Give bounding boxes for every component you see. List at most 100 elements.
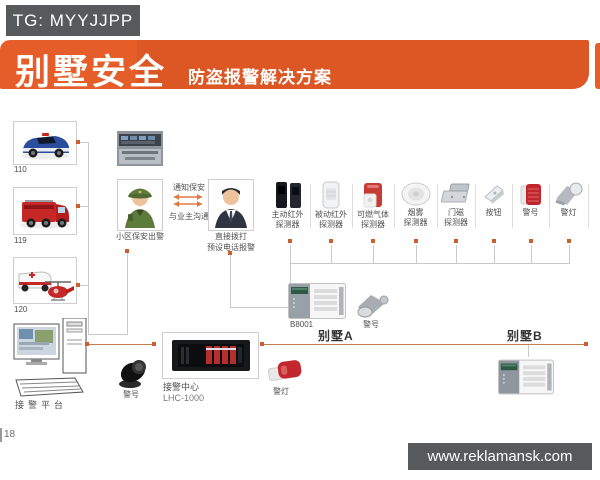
- node: [371, 239, 375, 243]
- siren-icon: [520, 184, 541, 205]
- detector-label: 警灯: [560, 208, 577, 217]
- connector-line: [528, 345, 529, 357]
- fire-truck-icon: [20, 200, 70, 229]
- alarm-link-line: [87, 344, 154, 345]
- banner-shade: [137, 40, 589, 89]
- node: [567, 239, 571, 243]
- connector-line: [331, 245, 332, 263]
- connector-line: [531, 245, 532, 263]
- node: [529, 239, 533, 243]
- owner-box: [208, 179, 254, 231]
- smoke-detector-icon: [401, 182, 430, 206]
- node: [228, 251, 232, 255]
- communicate-label: 与业主沟通: [169, 212, 209, 221]
- villa-a-name: 别墅A: [318, 329, 354, 343]
- connector-line: [88, 142, 89, 334]
- detector-label: 探测器: [275, 220, 300, 229]
- businessman-icon: [215, 188, 247, 228]
- villa-b-name: 别墅B: [507, 329, 543, 343]
- detector-button: 按钮: [475, 180, 512, 218]
- column-divider: [512, 184, 513, 228]
- node: [76, 283, 80, 287]
- detector-active-ir: 主动红外 探测器: [265, 180, 310, 230]
- fire-truck-box: [13, 187, 77, 235]
- banner-edge-sliver: [595, 43, 600, 89]
- detector-siren: 警号: [512, 180, 549, 218]
- connector-line: [416, 245, 417, 263]
- alarm-panel-icon: [288, 283, 346, 319]
- node: [152, 342, 156, 346]
- connector-line: [79, 206, 89, 207]
- connector-line: [456, 245, 457, 263]
- connector-line: [88, 334, 128, 335]
- node: [584, 342, 588, 346]
- column-divider: [475, 184, 476, 228]
- double-arrow-icon: [174, 194, 202, 207]
- gas-detector-icon: [363, 183, 382, 208]
- center-name-label: 接警中心: [163, 382, 200, 392]
- connector-line: [127, 253, 128, 334]
- detector-label: 探测器: [444, 218, 468, 227]
- title-banner: [0, 40, 589, 89]
- police-car-icon: [21, 133, 69, 160]
- detector-smoke: 烟雾 探测器: [394, 180, 437, 228]
- node: [260, 342, 264, 346]
- node: [125, 249, 129, 253]
- notify-label: 通知保安: [173, 183, 205, 192]
- detector-gas: 可燃气体 探测器: [352, 180, 394, 230]
- villa-b-panel-icon: [498, 359, 554, 395]
- guard-label: 小区保安出警: [116, 232, 164, 241]
- detector-label: 探测器: [319, 220, 343, 229]
- detector-label: 探测器: [403, 218, 428, 227]
- column-divider: [310, 184, 311, 228]
- tg-watermark: TG: MYYJJPP: [6, 5, 140, 36]
- site-watermark: www.reklamansk.com: [408, 443, 592, 470]
- detector-label: 可燃气体: [357, 210, 389, 219]
- node: [454, 239, 458, 243]
- detector-label: 按钮: [485, 208, 502, 217]
- dial-label-line1: 直接拨打: [215, 232, 247, 241]
- ambulance-helicopter-box: [13, 257, 77, 304]
- control-room-icon: [117, 131, 163, 166]
- horn-speaker-icon: [119, 360, 146, 388]
- ambulance-helicopter-icon: [18, 270, 74, 301]
- column-divider: [437, 184, 438, 228]
- page-subtitle: 防盗报警解决方案: [188, 68, 332, 87]
- connector-line: [494, 245, 495, 263]
- strobe-light-icon: [267, 360, 302, 382]
- detector-pir: 被动红外 探测器: [310, 180, 352, 230]
- detector-label: 被动红外: [315, 210, 347, 219]
- connector-line: [290, 263, 291, 283]
- column-divider: [588, 184, 589, 228]
- center-siren-label: 警号: [123, 390, 139, 399]
- control-room-photo: [117, 131, 163, 166]
- receiver-unit-box: [162, 332, 259, 379]
- page-number: 18: [4, 429, 16, 440]
- detector-label: 主动红外: [271, 210, 304, 219]
- detector-label: 警号: [522, 208, 539, 217]
- node: [329, 239, 333, 243]
- spotlight-siren-icon: [357, 295, 389, 318]
- tg-watermark-text: TG: MYYJJPP: [12, 10, 134, 30]
- connector-line: [79, 142, 89, 143]
- panel-label: B8001: [290, 320, 314, 329]
- connector-line: [230, 307, 288, 308]
- vehicle-label-120: 120: [14, 305, 28, 314]
- receiver-unit-icon: [171, 339, 250, 371]
- node: [492, 239, 496, 243]
- villa-a-siren-label: 警号: [363, 320, 379, 329]
- page-number-tick: [0, 428, 2, 442]
- detector-door-magnet: 门磁 探测器: [437, 180, 475, 228]
- node: [85, 342, 89, 346]
- page-title: 别墅安全: [15, 53, 168, 92]
- connector-line: [290, 245, 291, 263]
- detector-label: 烟雾: [407, 208, 424, 217]
- center-beacon-label: 警灯: [273, 387, 289, 396]
- security-guard-icon: [125, 188, 155, 228]
- detector-beacon: 警灯: [549, 180, 588, 218]
- node: [76, 140, 80, 144]
- guard-box: [117, 179, 163, 231]
- door-magnet-icon: [441, 183, 470, 203]
- connector-line: [569, 245, 570, 263]
- column-divider: [549, 184, 550, 228]
